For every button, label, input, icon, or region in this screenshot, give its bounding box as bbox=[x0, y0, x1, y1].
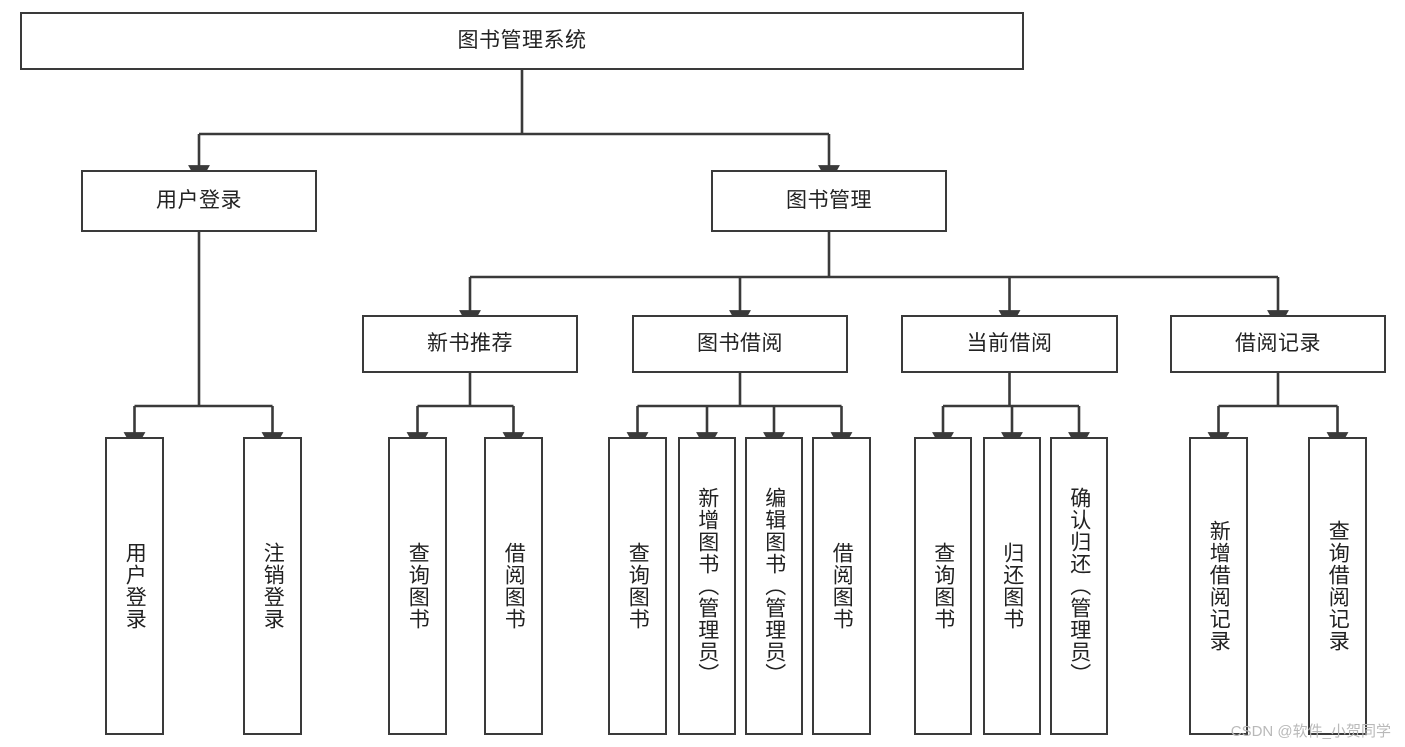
node-l2-user-login[interactable]: 用户登录 bbox=[81, 170, 317, 232]
node-l3-current-loan[interactable]: 当前借阅 bbox=[901, 315, 1118, 373]
node-label: 查询图书 bbox=[931, 542, 955, 630]
node-label: 新增借阅记录 bbox=[1207, 520, 1231, 652]
node-leaf-edit-book[interactable]: 编辑图书（管理员） bbox=[745, 437, 803, 735]
node-leaf-query-book-2[interactable]: 查询图书 bbox=[608, 437, 667, 735]
csdn-watermark: CSDN @软件_小贺同学 bbox=[1230, 723, 1391, 740]
node-label: 编辑图书（管理员） bbox=[762, 487, 786, 685]
node-label: 图书借阅 bbox=[697, 331, 783, 355]
node-label: 注销登录 bbox=[261, 542, 285, 630]
node-leaf-add-record[interactable]: 新增借阅记录 bbox=[1189, 437, 1248, 735]
node-leaf-query-book-1[interactable]: 查询图书 bbox=[388, 437, 447, 735]
node-label: 当前借阅 bbox=[966, 331, 1053, 355]
node-leaf-query-record[interactable]: 查询借阅记录 bbox=[1308, 437, 1367, 735]
node-label: 图书管理 bbox=[786, 188, 872, 212]
node-l3-loan-record[interactable]: 借阅记录 bbox=[1170, 315, 1386, 373]
node-label: 新增图书（管理员） bbox=[695, 487, 719, 685]
node-label: 借阅图书 bbox=[502, 542, 526, 630]
node-leaf-borrow-book-1[interactable]: 借阅图书 bbox=[484, 437, 543, 735]
node-leaf-logout[interactable]: 注销登录 bbox=[243, 437, 302, 735]
node-leaf-user-login[interactable]: 用户登录 bbox=[105, 437, 164, 735]
node-label: 归还图书 bbox=[1000, 542, 1024, 630]
node-root[interactable]: 图书管理系统 bbox=[20, 12, 1024, 70]
node-label: 查询借阅记录 bbox=[1326, 520, 1350, 652]
node-l3-book-borrow[interactable]: 图书借阅 bbox=[632, 315, 848, 373]
node-leaf-confirm-return[interactable]: 确认归还（管理员） bbox=[1050, 437, 1108, 735]
node-label: 用户登录 bbox=[156, 188, 242, 212]
node-label: 查询图书 bbox=[626, 542, 650, 630]
node-leaf-query-book-3[interactable]: 查询图书 bbox=[914, 437, 972, 735]
node-label: 借阅图书 bbox=[830, 542, 854, 630]
node-label: 用户登录 bbox=[123, 542, 147, 630]
node-leaf-return-book[interactable]: 归还图书 bbox=[983, 437, 1041, 735]
node-label: 确认归还（管理员） bbox=[1067, 487, 1091, 685]
node-l3-new-book-rec[interactable]: 新书推荐 bbox=[362, 315, 578, 373]
node-label: 新书推荐 bbox=[427, 331, 513, 355]
node-leaf-add-book[interactable]: 新增图书（管理员） bbox=[678, 437, 736, 735]
node-label: 借阅记录 bbox=[1235, 331, 1321, 355]
node-label: 查询图书 bbox=[406, 542, 430, 630]
node-l2-book-manage[interactable]: 图书管理 bbox=[711, 170, 947, 232]
node-label: 图书管理系统 bbox=[457, 28, 587, 52]
node-leaf-borrow-book-2[interactable]: 借阅图书 bbox=[812, 437, 871, 735]
